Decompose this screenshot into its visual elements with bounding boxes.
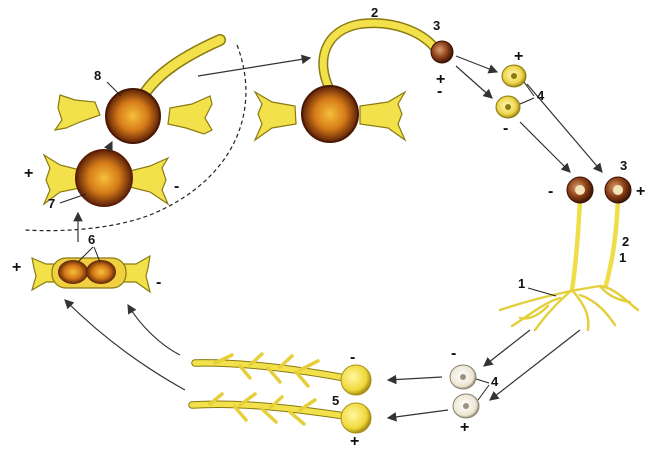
label-8: 8 [94,68,101,83]
sign-plus-spore: + [514,48,523,65]
sign-plus-hypha: + [350,433,359,450]
label-4-bottom: 4 [491,374,499,389]
label-5: 5 [332,393,339,408]
sign-minus-hypha: - [350,349,355,366]
gametangia-fusion [32,256,150,292]
spores-top [496,65,526,118]
sign-minus-spore: - [503,120,508,137]
mycelium-with-sporangia [500,177,638,330]
label-7: 7 [48,196,55,211]
germinating-zygospore [55,40,220,143]
zygospore-with-sporangiophore [255,23,453,142]
label-3-right: 3 [620,158,627,173]
germinating-hyphae [192,354,371,433]
sign-minus-bottom-spore: - [451,345,456,362]
sign-minus-sporangium: - [548,183,553,200]
label-1-right-bottom: 1 [518,276,525,291]
sign-plus-bottom-spore: + [460,419,469,436]
spores-bottom [450,365,479,418]
sign-plus-6: + [12,259,21,276]
sign-minus-6: - [156,274,161,291]
sign-minus-3: - [437,83,442,100]
zygospore [44,150,168,206]
label-3-top: 3 [433,18,440,33]
sign-minus-7: - [174,178,179,195]
label-2-top: 2 [371,5,378,20]
label-4-top: 4 [537,88,545,103]
sign-plus-7: + [24,165,33,182]
label-1-right-top: 1 [619,250,626,265]
label-6: 6 [88,232,95,247]
sign-plus-sporangium: + [636,183,645,200]
label-2-right: 2 [622,234,629,249]
